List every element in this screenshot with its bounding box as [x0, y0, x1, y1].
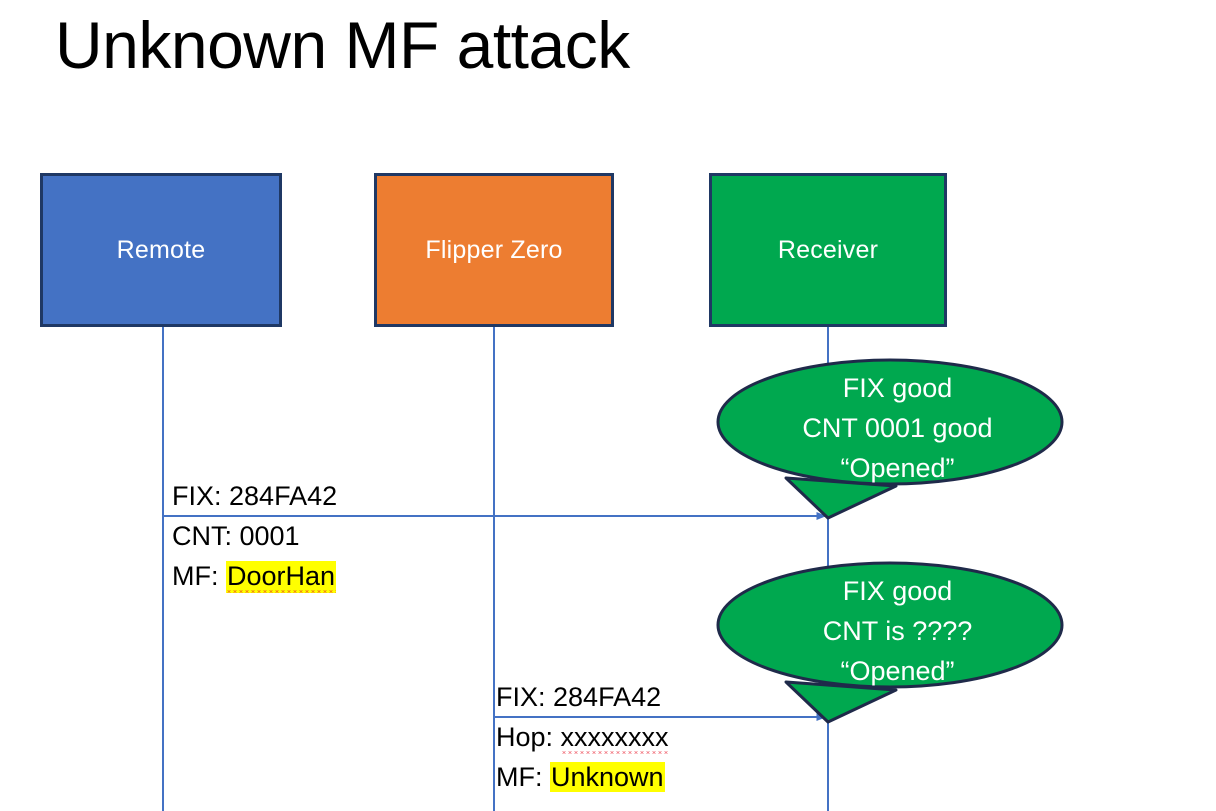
message-line-prefix: MF: — [496, 762, 550, 792]
message-label-flipper-to-receiver: FIX: 284FA42 Hop: xxxxxxxx MF: Unknown — [496, 677, 669, 797]
bubble-text-first: FIX good CNT 0001 good “Opened” — [724, 368, 1071, 488]
message-line-value: 0001 — [239, 521, 300, 551]
actor-box-flipper[interactable]: Flipper Zero — [374, 173, 614, 327]
bubble-text-second: FIX good CNT is ???? “Opened” — [724, 571, 1071, 691]
actor-box-remote[interactable]: Remote — [40, 173, 282, 327]
bubble-line: CNT is ???? — [822, 616, 973, 646]
bubble-line: “Opened” — [840, 453, 955, 483]
message-line-value: 284FA42 — [229, 481, 338, 511]
message-line-prefix: CNT: — [172, 521, 240, 551]
message-line-value-highlighted: DoorHan — [227, 561, 336, 591]
speech-bubble-first-reply[interactable] — [716, 358, 1081, 528]
speech-bubble-second-reply[interactable] — [716, 560, 1081, 732]
bubble-line: FIX good — [842, 373, 953, 403]
message-line-prefix: Hop: — [496, 722, 561, 752]
actor-box-receiver[interactable]: Receiver — [709, 173, 947, 327]
bubble-line: CNT 0001 good — [802, 413, 993, 443]
message-line: FIX: 284FA42 — [496, 677, 669, 717]
message-line: Hop: xxxxxxxx — [496, 717, 669, 757]
actor-label-flipper: Flipper Zero — [425, 235, 563, 264]
actor-label-remote: Remote — [116, 235, 206, 264]
bubble-line: FIX good — [842, 576, 953, 606]
message-line: CNT: 0001 — [172, 516, 337, 556]
message-line-value-highlighted: Unknown — [550, 762, 665, 792]
message-line-prefix: FIX: — [496, 682, 554, 712]
message-line-prefix: FIX: — [172, 481, 230, 511]
message-line-value: 284FA42 — [553, 682, 662, 712]
message-line-prefix: MF: — [172, 561, 226, 591]
bubble-body-second — [716, 561, 1064, 689]
bubble-body-first — [716, 358, 1064, 486]
bubble-line: “Opened” — [840, 656, 955, 686]
message-line: MF: Unknown — [496, 757, 669, 797]
message-label-remote-to-receiver: FIX: 284FA42 CNT: 0001 MF: DoorHan — [172, 476, 337, 596]
page-title: Unknown MF attack — [55, 8, 630, 82]
message-line: FIX: 284FA42 — [172, 476, 337, 516]
actor-label-receiver: Receiver — [777, 235, 879, 264]
message-line-value-flagged: xxxxxxxx — [560, 722, 669, 752]
message-line: MF: DoorHan — [172, 556, 337, 596]
